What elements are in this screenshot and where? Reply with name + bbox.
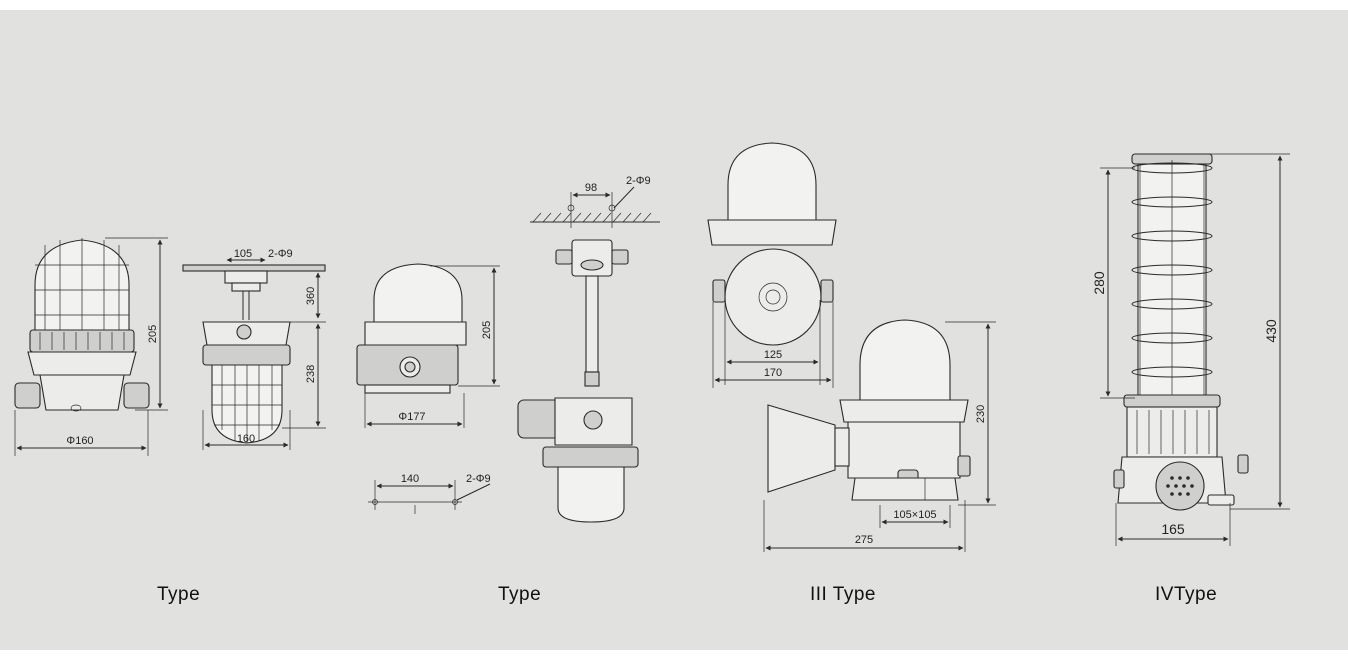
type3-lamp-drawing: 125 170 230 105×105 275 <box>707 142 996 552</box>
t1-height-label: 205 <box>147 325 159 343</box>
t2-base-spacing-label: 140 <box>401 473 419 485</box>
t1p-holes-label: 2-Φ9 <box>268 248 293 260</box>
type2-pendant-drawing: 98 2-Φ9 <box>517 175 660 523</box>
t2-height-label: 205 <box>481 321 493 339</box>
t2-width-label: Φ177 <box>398 411 425 423</box>
t1p-hole-spacing-label: 105 <box>234 248 252 260</box>
type1-lamp-drawing: 205 Φ160 <box>14 237 168 456</box>
t3-height-label: 230 <box>975 405 987 423</box>
caption-type2: Type <box>498 584 541 605</box>
t3-outer-label: 170 <box>764 367 782 379</box>
type4-lamp-drawing: 280 430 165 <box>1091 153 1290 546</box>
t3-length-label: 275 <box>855 534 873 546</box>
t4-height-label: 430 <box>1263 319 1279 343</box>
t1p-rod-label: 360 <box>305 287 317 305</box>
t3-base-label: 105×105 <box>893 509 936 521</box>
caption-type4: IVType <box>1155 584 1217 605</box>
caption-type3: III Type <box>810 584 876 605</box>
caption-type1: Type <box>157 584 200 605</box>
t2-base-holes-label: 2-Φ9 <box>466 473 491 485</box>
t2p-hole-spacing-label: 98 <box>585 182 597 194</box>
t1p-width-label: 160 <box>237 433 255 445</box>
t4-cage-label: 280 <box>1091 271 1107 295</box>
type1-pendant-drawing: 105 2-Φ9 360 238 160 <box>182 248 326 450</box>
t1p-body-label: 238 <box>305 365 317 383</box>
t4-width-label: 165 <box>1161 521 1185 537</box>
type2-lamp-drawing: 205 Φ177 140 2-Φ9 <box>356 263 500 514</box>
t1-width-label: Φ160 <box>66 435 93 447</box>
t2p-holes-label: 2-Φ9 <box>626 175 651 187</box>
t3-inner-label: 125 <box>764 349 782 361</box>
